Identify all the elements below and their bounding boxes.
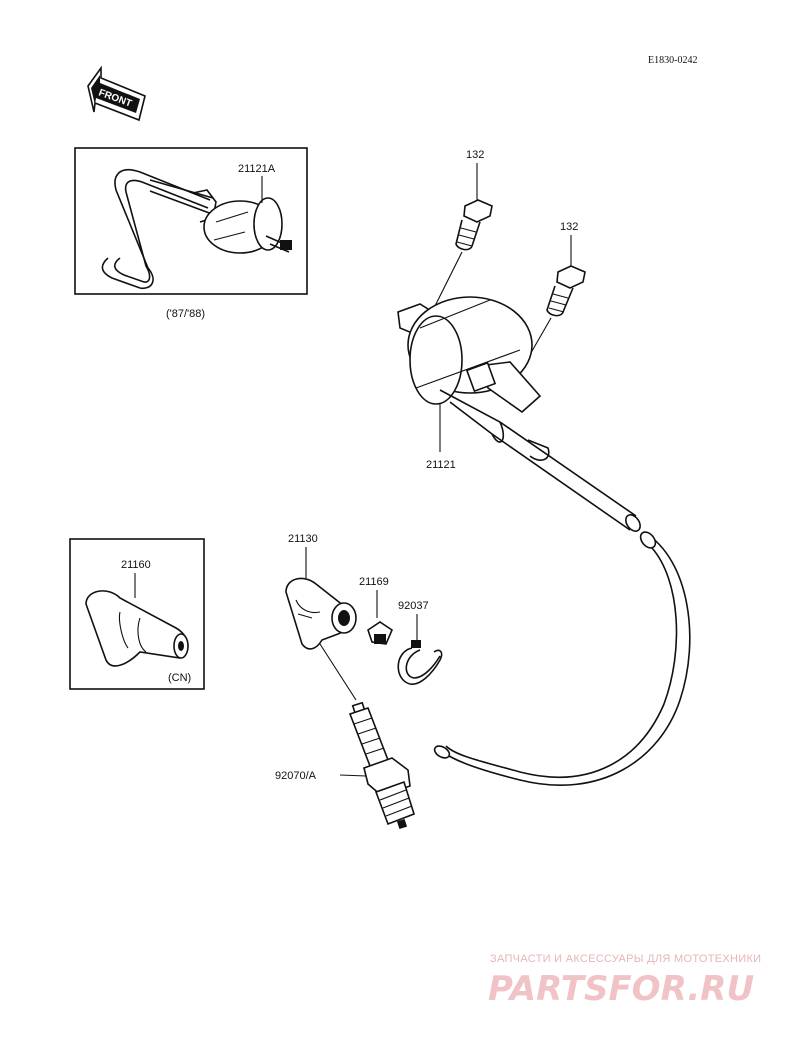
diagram-code: E1830-0242 [648,55,697,66]
clamp-92037: 92037 [397,600,443,685]
label-92037: 92037 [398,600,429,612]
part-21169: 21169 [359,576,393,645]
cap-21160 [85,590,189,667]
label-87-88: ('87/'88) [166,308,205,320]
label-132-a: 132 [466,149,484,161]
label-21160: 21160 [121,559,151,571]
inset-cn: 21160 (CN) [69,538,205,690]
label-cn: (CN) [168,672,191,684]
watermark: ЗАПЧАСТИ И АКСЕССУАРЫ ДЛЯ МОТОТЕХНИКИ PA… [488,953,761,1009]
label-21130: 21130 [288,533,318,545]
watermark-logo: PARTSFOR.RU [488,969,754,1009]
label-132-b: 132 [560,221,578,233]
bolt-132-upper: 132 [431,149,493,313]
label-21121: 21121 [426,459,456,471]
inset-87-88: 21121A [74,147,308,295]
inset-box-left [69,538,205,690]
bolt-132-lower: 132 [527,221,586,359]
plug-cap-21130: 21130 [285,533,357,701]
label-92070a: 92070/A [275,770,317,782]
watermark-line1: ЗАПЧАСТИ И АКСЕССУАРЫ ДЛЯ МОТОТЕХНИКИ [490,953,761,965]
spark-plug-92070a: 92070/A [275,701,415,830]
ignition-coil-21121: 21121 [397,296,691,786]
label-21169: 21169 [359,576,389,588]
inset-box-top [74,147,308,295]
label-21121a: 21121A [238,163,276,175]
front-arrow-icon: FRONT [87,65,146,122]
